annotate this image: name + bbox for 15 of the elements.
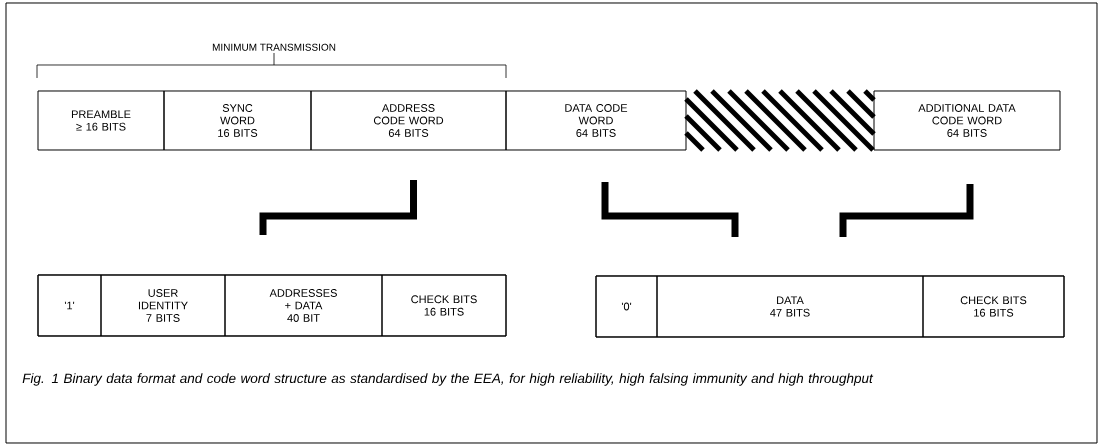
field-cell: USER IDENTITY 7 BITS	[100, 274, 226, 337]
field-cell: CHECK BITS 16 BITS	[381, 274, 507, 337]
bracket-label: MINIMUM TRANSMISSION	[212, 43, 336, 51]
field-cell: SYNC WORD 16 BITS	[163, 90, 312, 151]
field-cell: DATA 47 BITS	[656, 275, 924, 338]
field-cell: ADDITIONAL DATA CODE WORD 64 BITS	[873, 90, 1061, 151]
field-cell: ADDRESS CODE WORD 64 BITS	[310, 90, 507, 151]
field-cell: CHECK BITS 16 BITS	[922, 275, 1065, 338]
field-cell: PREAMBLE ≥ 16 BITS	[37, 90, 165, 151]
field-cell: '0'	[595, 275, 658, 338]
field-cell: DATA CODE WORD 64 BITS	[505, 90, 687, 151]
field-cell: ADDRESSES + DATA 40 BIT	[224, 274, 383, 337]
caption: Fig. 1 Binary data format and code word structure as standardised by the EEA, for high reliability, high falsing immunity and high throughput	[22, 373, 874, 386]
hatched-block	[684, 89, 876, 152]
field-cell: '1'	[37, 274, 102, 337]
